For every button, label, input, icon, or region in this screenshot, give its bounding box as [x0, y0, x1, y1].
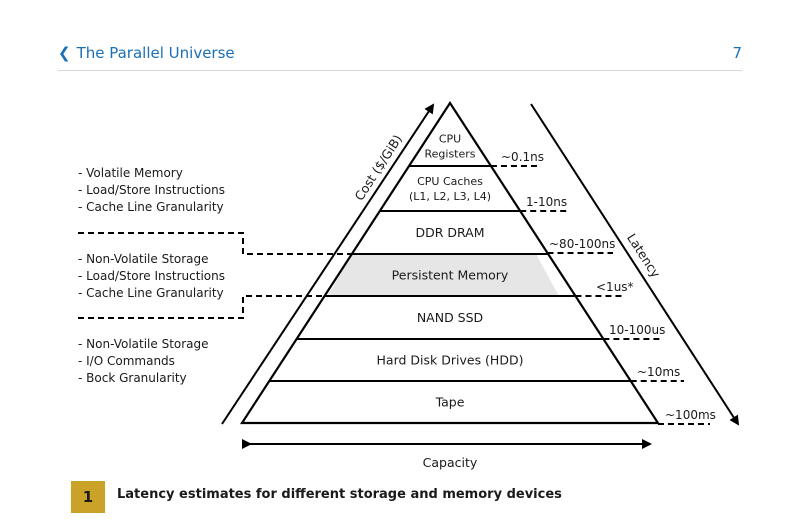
property-line: - Load/Store Instructions [78, 183, 225, 197]
publication-title[interactable]: The Parallel Universe [76, 44, 235, 62]
latency-label: 1-10ns [526, 195, 567, 209]
latency-label: ~80-100ns [549, 237, 615, 251]
pyramid-outline [239, 100, 661, 425]
tier-label: Registers [424, 147, 475, 160]
latency-label: ~100ms [665, 408, 716, 422]
latency-axis-arrow [530, 103, 740, 426]
tier-label: Persistent Memory [392, 268, 509, 283]
tier-label: CPU Caches [417, 175, 483, 188]
page-number: 7 [732, 44, 742, 62]
latency-label: <1us* [596, 280, 634, 294]
figure-caption: Latency estimates for different storage … [117, 487, 562, 502]
page-header: ❮ The Parallel Universe 7 [58, 42, 742, 71]
tier-label: Hard Disk Drives (HDD) [377, 353, 524, 368]
cost-axis-label: Cost ($/GiB) [351, 132, 405, 203]
tier-property-groups: - Volatile Memory - Load/Store Instructio… [78, 166, 225, 385]
persistent-memory-highlight [328, 254, 559, 296]
property-line: - I/O Commands [78, 354, 175, 368]
property-line: - Cache Line Granularity [78, 200, 224, 214]
tier-label: DDR DRAM [415, 225, 484, 240]
property-line: - Non-Volatile Storage [78, 252, 209, 266]
property-line: - Non-Volatile Storage [78, 337, 209, 351]
latency-label: ~0.1ns [501, 150, 544, 164]
tier-label: Tape [435, 395, 465, 410]
tier-label: CPU [439, 132, 461, 145]
property-line: - Bock Granularity [78, 371, 187, 385]
cost-axis-arrow [221, 103, 435, 425]
latency-markers: ~0.1ns 1-10ns ~80-100ns <1us* 10-100us ~10ms ~… [490, 150, 716, 425]
latency-label: ~10ms [637, 365, 680, 379]
figure-number-badge: 1 [71, 481, 105, 513]
capacity-axis-label: Capacity [423, 455, 478, 470]
tier-label: (L1, L2, L3, L4) [409, 190, 491, 203]
property-line: - Volatile Memory [78, 166, 183, 180]
property-line: - Cache Line Granularity [78, 286, 224, 300]
back-link[interactable]: ❮ The Parallel Universe [58, 44, 235, 62]
group-separators [78, 232, 351, 319]
separator-line [78, 295, 328, 319]
separator-line [78, 232, 351, 255]
tier-label: NAND SSD [417, 310, 483, 325]
property-line: - Load/Store Instructions [78, 269, 225, 283]
chevron-left-icon[interactable]: ❮ [58, 44, 71, 62]
tier-divider-lines [269, 165, 631, 382]
latency-label: 10-100us [609, 323, 665, 337]
